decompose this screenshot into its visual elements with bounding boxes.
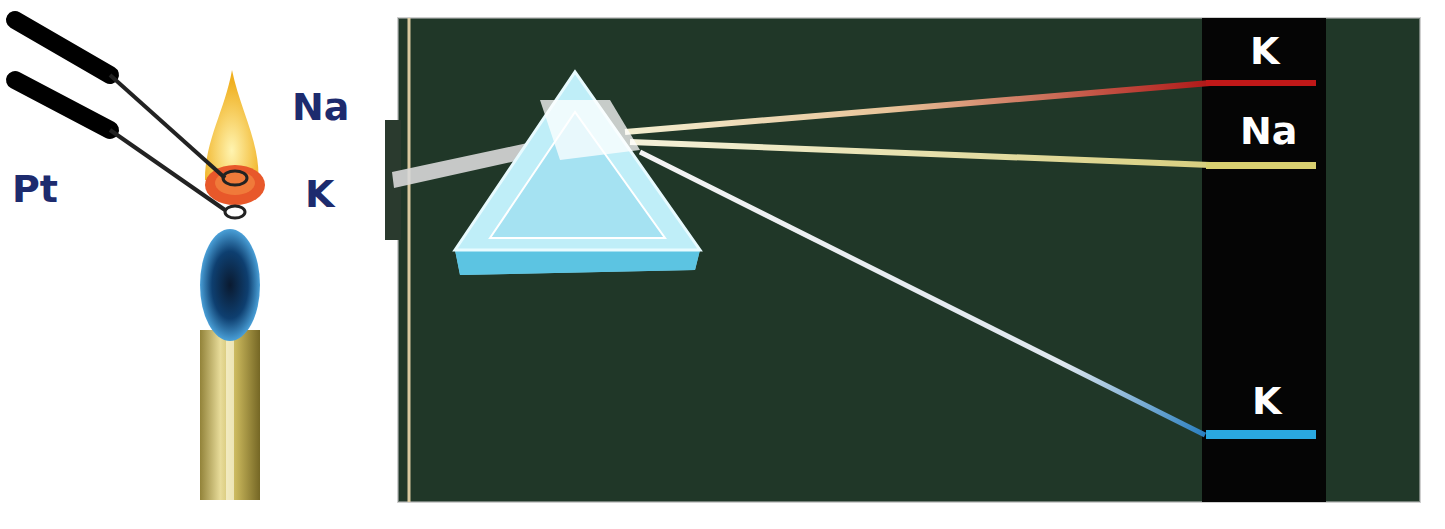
spectral-line-label: K [1250,32,1279,70]
spectral-line-label: K [1252,382,1281,420]
spectral-line-label: Na [1240,112,1297,150]
element-label: Na [292,88,349,126]
element-label: K [305,175,334,213]
wire-label: Pt [12,170,58,208]
